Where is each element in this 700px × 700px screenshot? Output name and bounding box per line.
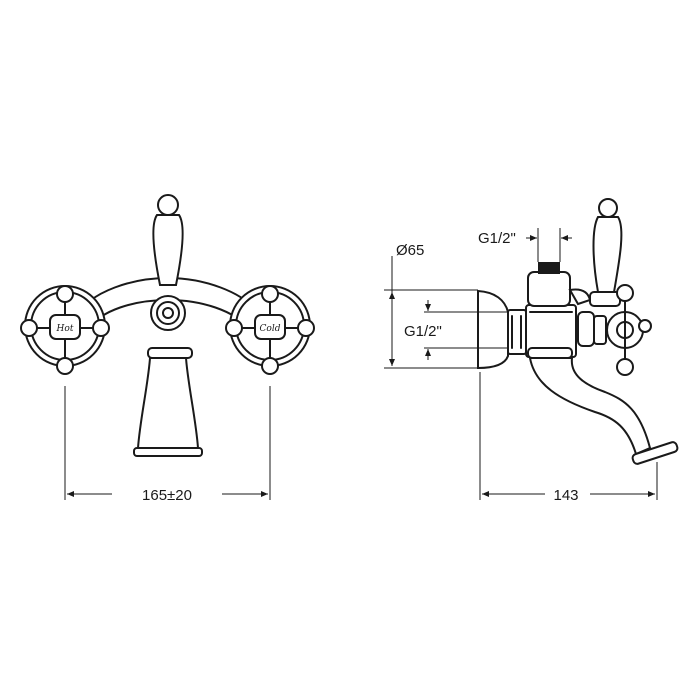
spout-mouth bbox=[133, 447, 203, 457]
cold-handle: Cold bbox=[225, 285, 315, 375]
top-thread bbox=[538, 262, 560, 274]
top-thread-label: G1/2" bbox=[478, 230, 516, 247]
side-lever bbox=[589, 198, 623, 307]
diverter-lever bbox=[152, 194, 184, 286]
spout-collar bbox=[147, 347, 193, 359]
cold-marking: Cold bbox=[260, 324, 281, 334]
front-view: Hot Cold bbox=[20, 194, 315, 504]
front-spout bbox=[136, 357, 200, 449]
hot-marking: Hot bbox=[56, 324, 74, 334]
inlet-nut bbox=[507, 309, 527, 355]
projection-dimension-label: 143 bbox=[553, 487, 578, 504]
width-dimension-label: 165±20 bbox=[142, 487, 192, 504]
inlet-thread-label: G1/2" bbox=[404, 323, 442, 340]
hot-handle: Hot bbox=[20, 285, 110, 375]
wall-flange bbox=[477, 289, 509, 370]
side-view: Ø65 G1/2" G1/2" 143 bbox=[384, 198, 679, 504]
side-spout-mouth bbox=[631, 441, 679, 465]
diverter-housing bbox=[527, 271, 571, 307]
side-handle bbox=[577, 284, 652, 376]
diameter-label: Ø65 bbox=[396, 242, 424, 259]
center-nut bbox=[150, 295, 186, 331]
